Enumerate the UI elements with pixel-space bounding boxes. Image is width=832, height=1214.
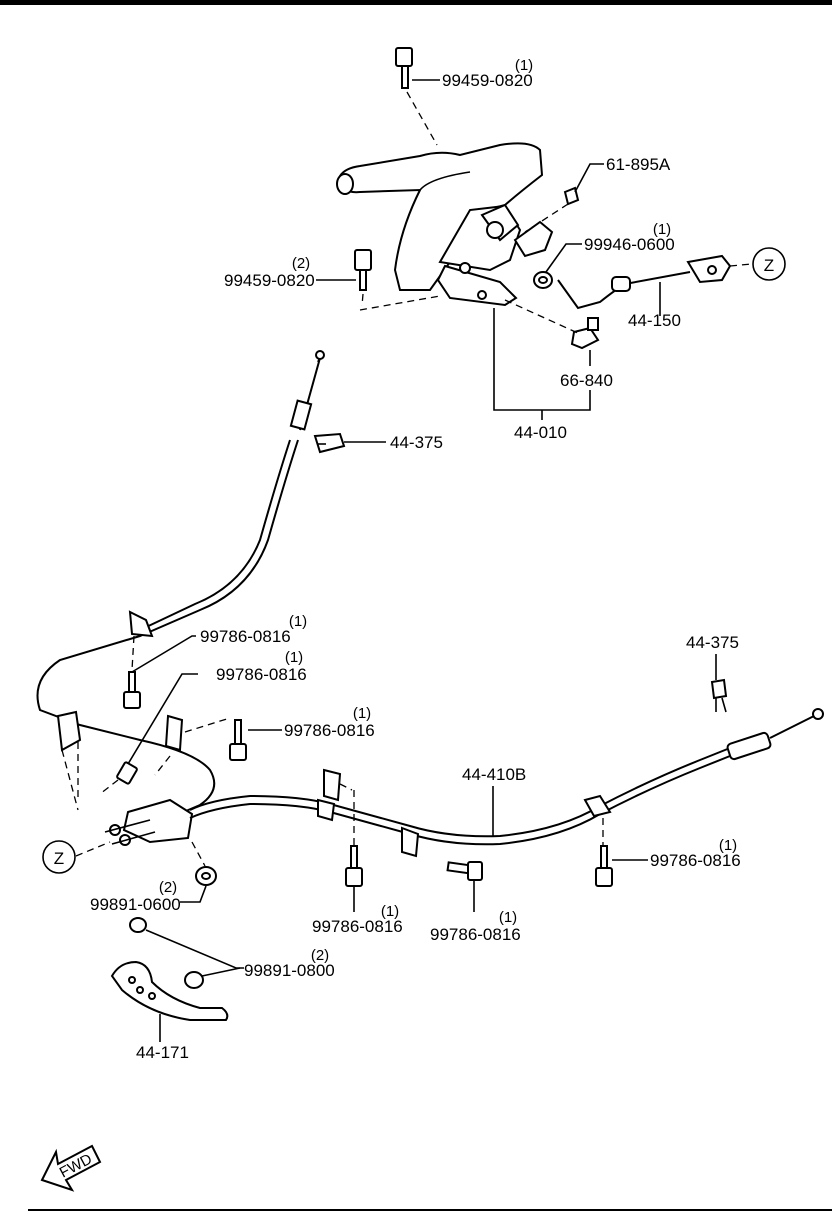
switch-icon xyxy=(570,317,600,350)
nut-b-icon xyxy=(129,917,204,989)
label-equalizer: 44-171 xyxy=(136,1043,189,1062)
label-bolt-f: 99786-0816 xyxy=(430,925,521,944)
qty-bolt-e: (1) xyxy=(381,903,399,920)
clip-top-icon xyxy=(563,186,580,206)
label-cable-rear: 44-410B xyxy=(462,765,526,784)
label-lever-assy: 44-010 xyxy=(514,423,567,442)
label-clip-top: 61-895A xyxy=(606,155,671,174)
nut-z-icon xyxy=(195,866,217,886)
equalizer-icon xyxy=(110,960,229,1021)
qty-bolt-b: (1) xyxy=(285,649,303,666)
front-cable xyxy=(557,254,732,310)
label-nut-b: 99891-0800 xyxy=(244,961,335,980)
clip-left-icon xyxy=(313,432,346,454)
top-border xyxy=(0,0,832,5)
qty-bolt-a: (1) xyxy=(289,613,307,630)
bolt-f-icon xyxy=(446,861,483,881)
label-clip-right: 44-375 xyxy=(686,633,739,652)
z-ref-left xyxy=(42,840,76,874)
label-nut-z: 99891-0600 xyxy=(90,895,181,914)
bolt-top-icon xyxy=(395,47,413,89)
nut-top-icon xyxy=(533,271,553,289)
qty-nut-top: (1) xyxy=(653,221,671,238)
qty-bolt-c: (1) xyxy=(353,705,371,722)
left-cable xyxy=(36,350,325,823)
bolt-d-icon xyxy=(595,845,613,887)
label-cable-front: 44-150 xyxy=(628,311,681,330)
label-bolt-c: 99786-0816 xyxy=(284,721,375,740)
label-clip-left: 44-375 xyxy=(390,433,443,452)
qty-nut-b: (2) xyxy=(311,947,329,964)
label-bolt-e: 99786-0816 xyxy=(312,917,403,936)
fwd-arrow-icon xyxy=(40,1144,102,1192)
bolt-left-icon xyxy=(354,249,372,291)
qty-bolt-left: (2) xyxy=(292,255,310,272)
labels: (1) 99459-0820 61-895A (1) 99946-0600 (2… xyxy=(90,57,741,1062)
qty-nut-z: (2) xyxy=(159,879,177,896)
label-bolt-top: 99459-0820 xyxy=(442,71,533,90)
z-ref-top-label: Z xyxy=(764,256,774,275)
bolt-b-icon xyxy=(116,761,138,785)
z-ref-top xyxy=(752,247,786,281)
label-nut-top: 99946-0600 xyxy=(584,235,675,254)
label-bolt-d: 99786-0816 xyxy=(650,851,741,870)
qty-bolt-top: (1) xyxy=(515,57,533,74)
qty-bolt-f: (1) xyxy=(499,909,517,926)
brake-lever xyxy=(336,142,554,307)
label-bolt-b: 99786-0816 xyxy=(216,665,307,684)
label-switch: 66-840 xyxy=(560,371,613,390)
clip-right-icon xyxy=(710,678,728,713)
equalizer-mount xyxy=(104,798,194,846)
label-bolt-left: 99459-0820 xyxy=(224,271,315,290)
bolt-a-icon xyxy=(123,671,141,709)
label-bolt-a: 99786-0816 xyxy=(200,627,291,646)
rear-cable xyxy=(189,708,824,858)
qty-bolt-d: (1) xyxy=(719,837,737,854)
z-ref-left-label: Z xyxy=(54,849,64,868)
bolt-e-icon xyxy=(345,845,363,887)
bolt-c-icon xyxy=(229,719,247,761)
